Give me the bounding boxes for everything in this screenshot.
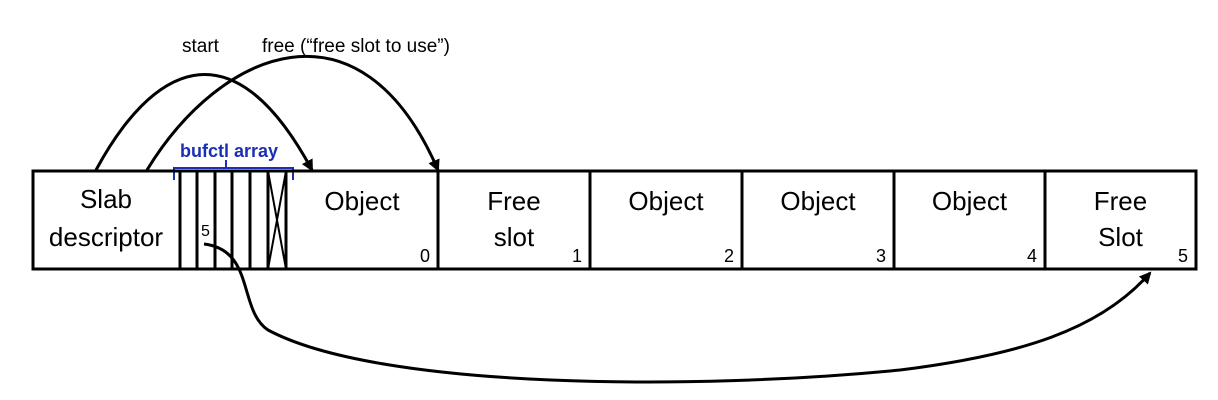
cell-4-index: 4 <box>1027 246 1037 266</box>
slab-outline <box>31 169 1198 271</box>
free-pointer-arrow <box>145 55 440 172</box>
cell-3-label: Object <box>780 186 856 216</box>
free-label: free (“free slot to use”) <box>262 36 450 57</box>
cell-0-index: 0 <box>420 246 430 266</box>
cell-1-label: Free <box>487 186 540 216</box>
cell-1-index: 1 <box>572 246 582 266</box>
cell-0-label: Object <box>324 186 400 216</box>
cell-4-label: Object <box>932 186 1008 216</box>
cell-5-label: Free <box>1094 186 1147 216</box>
bufctl-bracket <box>173 160 294 180</box>
bufctl-next-free-arrow <box>203 242 1152 384</box>
descriptor-line1: Slab <box>80 184 132 214</box>
cell-1-label-line2: slot <box>494 222 535 252</box>
cell-2-index: 2 <box>724 246 734 266</box>
bufctl-array-label: bufctl array <box>180 141 278 161</box>
bufctl-array <box>195 170 288 270</box>
start-label: start <box>182 36 220 57</box>
cell-2-label: Object <box>628 186 704 216</box>
bufctl-first-entry: 5 <box>201 223 210 240</box>
cell-5-label-line2: Slot <box>1098 222 1144 252</box>
start-pointer-arrow <box>94 73 314 172</box>
slab-cells: Object 0 Free slot 1 Object 2 Object 3 Object 4 Fre… <box>324 171 1188 269</box>
cell-3-index: 3 <box>876 246 886 266</box>
cell-5-index: 5 <box>1178 246 1188 266</box>
descriptor-line2: descriptor <box>49 222 163 252</box>
